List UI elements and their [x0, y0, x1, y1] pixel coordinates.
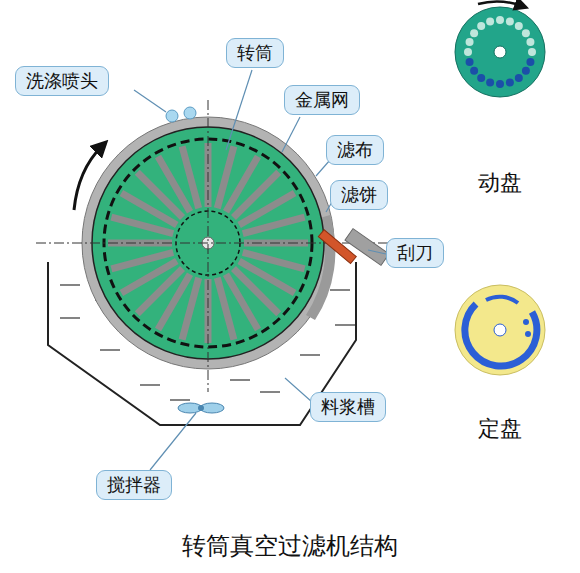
centre-line [36, 100, 392, 392]
disc-hole [466, 58, 474, 66]
caption: 转筒真空过滤机结构 [0, 530, 580, 562]
moving-disc [455, 1, 545, 97]
drum-spoke [111, 252, 173, 269]
liquid-line [330, 289, 350, 290]
disc-hole [486, 18, 494, 26]
drum-spoke [239, 261, 294, 293]
callout-box: 料浆槽 [310, 392, 386, 422]
liquid-line [335, 324, 355, 325]
disc-hole [477, 22, 485, 30]
scraper [318, 229, 389, 266]
callout-box: 搅拌器 [96, 470, 172, 500]
disc-hole [526, 38, 534, 46]
drum-spoke [158, 274, 190, 329]
disc-hole [526, 58, 534, 66]
part-name: 洗涤喷头 [26, 70, 98, 92]
drum-spoke [137, 172, 182, 217]
disc-hole [464, 48, 472, 56]
disc-hole [528, 48, 536, 56]
disc-hole [496, 16, 504, 24]
liquid-line [260, 391, 280, 392]
part-name: 滤布 [337, 139, 373, 161]
disc-hole [470, 67, 478, 75]
liquid-line [60, 284, 80, 285]
disc-hole [522, 67, 530, 75]
callout-box: 金属网 [284, 85, 360, 115]
disc-hole [515, 22, 523, 30]
drum-spoke [182, 146, 199, 208]
disc-hole [515, 74, 523, 82]
disc-hole [506, 78, 514, 86]
callout-box: 刮刀 [386, 238, 444, 268]
part-name: 转筒 [237, 42, 273, 64]
callout-box: 洗涤喷头 [15, 66, 109, 96]
part-name: 滤饼 [341, 184, 377, 206]
rotation-arrow [74, 146, 102, 210]
drum-spoke [137, 268, 182, 313]
leader-line [134, 70, 386, 470]
disc-hole [470, 29, 478, 37]
drum-spoke [233, 172, 278, 217]
disc-hole [466, 38, 474, 46]
disc-label: 动盘 [478, 168, 522, 198]
liquid-line [140, 384, 160, 385]
part-name: 刮刀 [397, 242, 433, 264]
liquid-line [170, 399, 190, 400]
drum-spoke [226, 156, 258, 211]
drum-spoke [121, 193, 176, 225]
callout-box: 滤布 [326, 135, 384, 165]
callout-box: 滤饼 [330, 180, 388, 210]
agitator [178, 403, 224, 413]
disc-hole [496, 80, 504, 88]
part-name: 搅拌器 [107, 474, 161, 496]
fixed-disc [455, 285, 545, 375]
drum-spoke [243, 217, 305, 234]
liquid-line [60, 317, 80, 318]
part-name: 金属网 [295, 89, 349, 111]
disc-label: 定盘 [478, 414, 522, 444]
liquid-line [230, 379, 250, 380]
wash-nozzle [166, 107, 196, 122]
disc-hole [506, 18, 514, 26]
part-name: 料浆槽 [321, 396, 375, 418]
disc-hole [522, 29, 530, 37]
drum-spoke [217, 278, 234, 340]
disc-hole [486, 78, 494, 86]
liquid-line [300, 354, 320, 355]
liquid-line [100, 349, 120, 350]
callout-box: 转筒 [226, 38, 284, 68]
disc-hole [477, 74, 485, 82]
drum-spoke [233, 268, 278, 313]
